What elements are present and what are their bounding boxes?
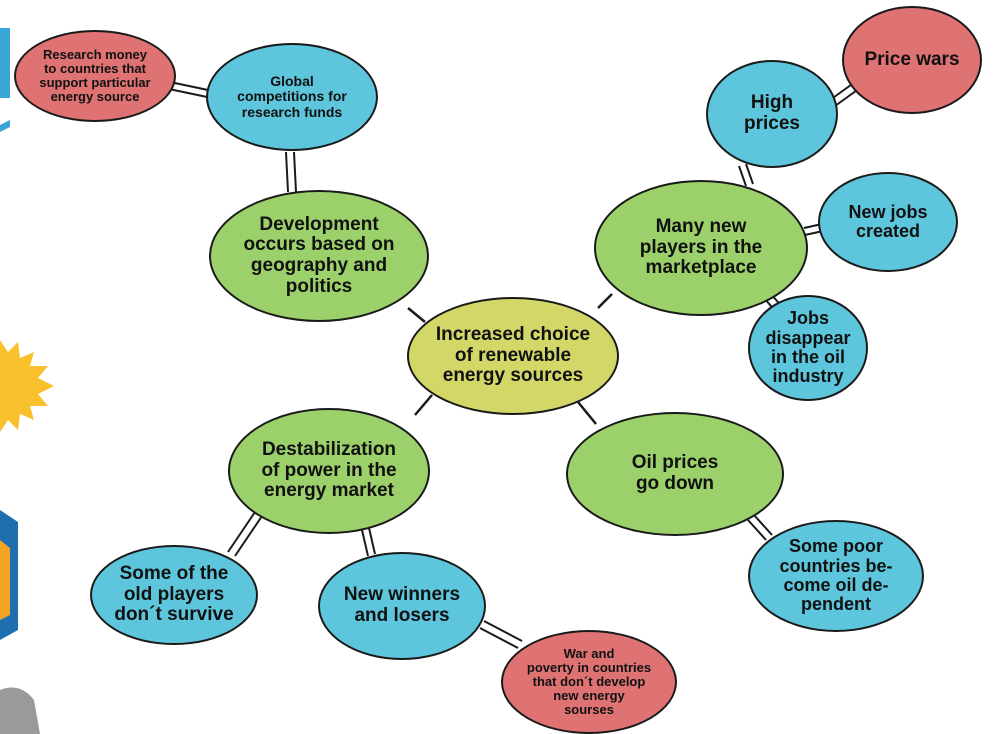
price-wars-node: Price wars [842, 6, 982, 114]
poor-countries-node: Some poor countries be- come oil de- pen… [748, 520, 924, 632]
winners-losers-node: New winners and losers [318, 552, 486, 660]
device-clipart-icon [0, 510, 18, 640]
connector-destab-winners [361, 527, 376, 557]
connector-oil-poor [747, 514, 773, 541]
blue-tab-decoration [0, 28, 10, 98]
global-competitions-node: Global competitions for research funds [206, 43, 378, 151]
many-players-node: Many new players in the marketplace [594, 180, 808, 316]
connector-center-destabilization [414, 394, 433, 416]
center-node: Increased choice of renewable energy sou… [407, 297, 619, 415]
sun-icon [0, 340, 54, 432]
new-jobs-node: New jobs created [818, 172, 958, 272]
development-node: Development occurs based on geography an… [209, 190, 429, 322]
oil-prices-node: Oil prices go down [566, 412, 784, 536]
jobs-disappear-node: Jobs disappear in the oil industry [748, 295, 868, 401]
high-prices-node: High prices [706, 60, 838, 168]
connector-development-global [285, 151, 297, 193]
connector-winners-war [479, 620, 523, 649]
connector-global-research [168, 81, 209, 98]
decor-left-edge [0, 28, 54, 734]
connector-center-development [407, 307, 426, 323]
war-poverty-node: War and poverty in countries that don´t … [501, 630, 677, 734]
blue-tick-decoration [0, 120, 10, 132]
connector-center-players [597, 293, 613, 309]
gray-shape-decoration [0, 687, 40, 734]
destabilization-node: Destabilization of power in the energy m… [228, 408, 430, 534]
connector-destab-oldplayers [227, 511, 263, 557]
connector-players-high [738, 163, 754, 187]
connector-center-oil [577, 401, 597, 425]
research-money-node: Research money to countries that support… [14, 30, 176, 122]
old-players-node: Some of the old players don´t survive [90, 545, 258, 645]
